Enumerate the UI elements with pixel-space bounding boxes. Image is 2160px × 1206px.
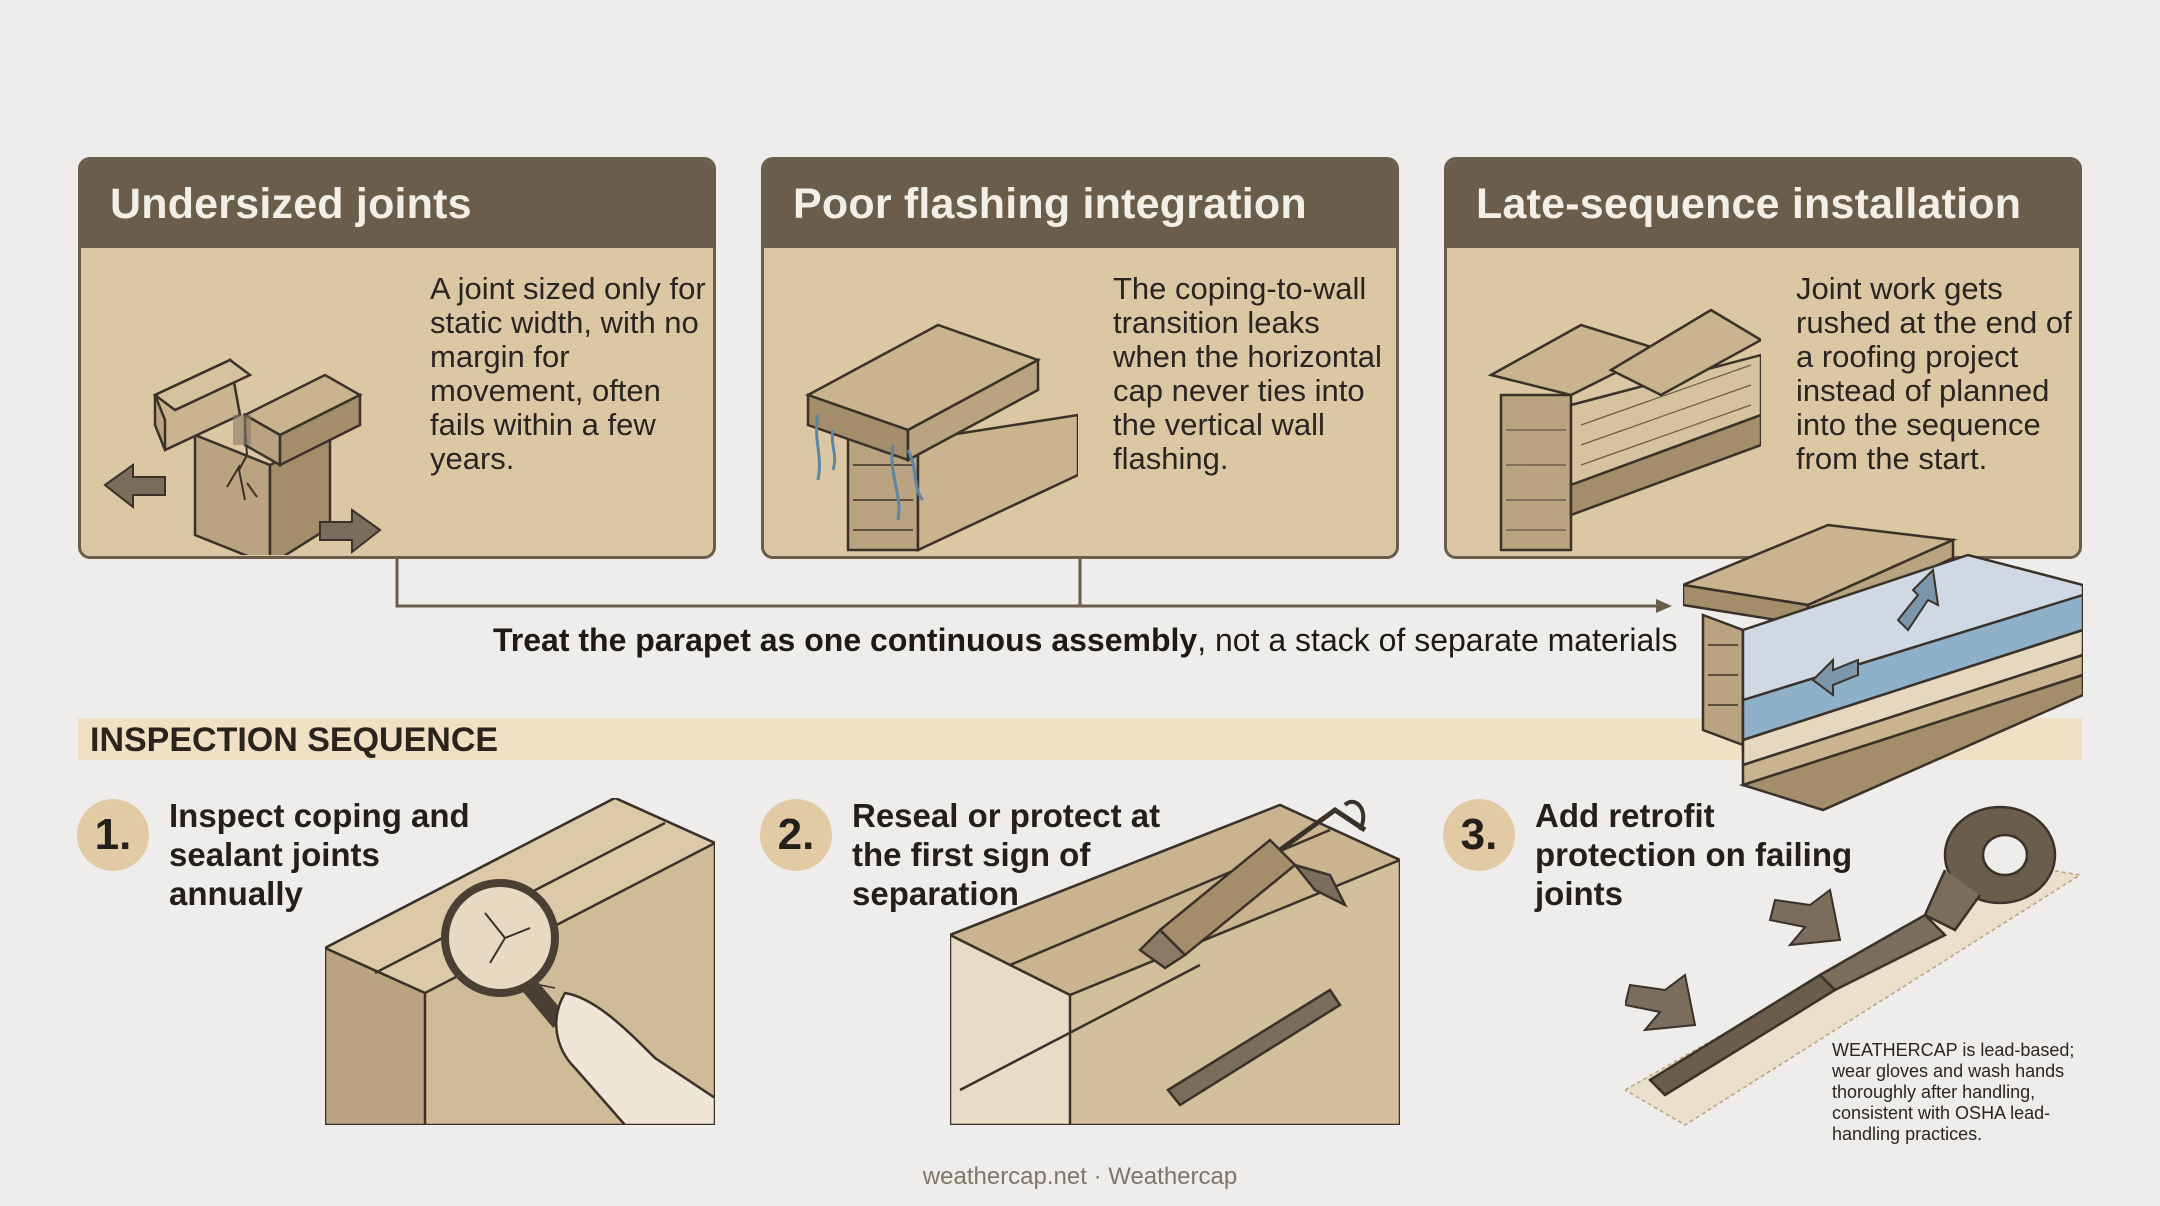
card-text: A joint sized only for static width, wit… bbox=[430, 271, 706, 476]
card-poor-flashing-integration: Poor flashing integration The coping-to-… bbox=[761, 157, 1399, 559]
step-number-3: 3. bbox=[1443, 799, 1515, 871]
step-number-2: 2. bbox=[760, 799, 832, 871]
card-text: The coping-to-wall transition leaks when… bbox=[1113, 271, 1382, 476]
step-text-1: Inspect coping and sealant joints annual… bbox=[169, 797, 470, 912]
roof-assembly-illustration bbox=[1683, 523, 2083, 812]
flashing-illustration bbox=[804, 323, 1078, 552]
footer-attribution: weathercap.net · Weathercap bbox=[922, 1163, 1238, 1190]
tagline-bold: Treat the parapet as one continuous asse… bbox=[493, 622, 1198, 658]
lead-safety-warning: WEATHERCAP is lead-based; wear gloves an… bbox=[1832, 1040, 2075, 1144]
card-title: Poor flashing integration bbox=[764, 160, 1396, 248]
section-label: INSPECTION SEQUENCE bbox=[90, 721, 499, 759]
card-late-sequence-installation: Late-sequence installation Joint work ge… bbox=[1444, 157, 2082, 559]
card-undersized-joints: Undersized joints A joint sized only for… bbox=[78, 157, 716, 559]
card-title: Undersized joints bbox=[81, 160, 713, 248]
caulking-gun-illustration bbox=[950, 799, 1400, 1125]
tape-roll-illustration bbox=[1625, 805, 2080, 1126]
step-number-1: 1. bbox=[77, 799, 149, 871]
cracked-joint-illustration bbox=[103, 358, 382, 555]
card-text: Joint work gets rushed at the end of a r… bbox=[1796, 271, 2072, 476]
tagline: Treat the parapet as one continuous asse… bbox=[493, 622, 1677, 659]
magnifier-inspection-illustration bbox=[325, 798, 715, 1125]
step-text-3: Add retrofit protection on failing joint… bbox=[1535, 797, 1853, 912]
parapet-section-illustration bbox=[1487, 308, 1761, 552]
tagline-rest: , not a stack of separate materials bbox=[1197, 622, 1678, 658]
step-text-2: Reseal or protect at the first sign of s… bbox=[852, 797, 1161, 912]
card-title: Late-sequence installation bbox=[1447, 160, 2079, 248]
